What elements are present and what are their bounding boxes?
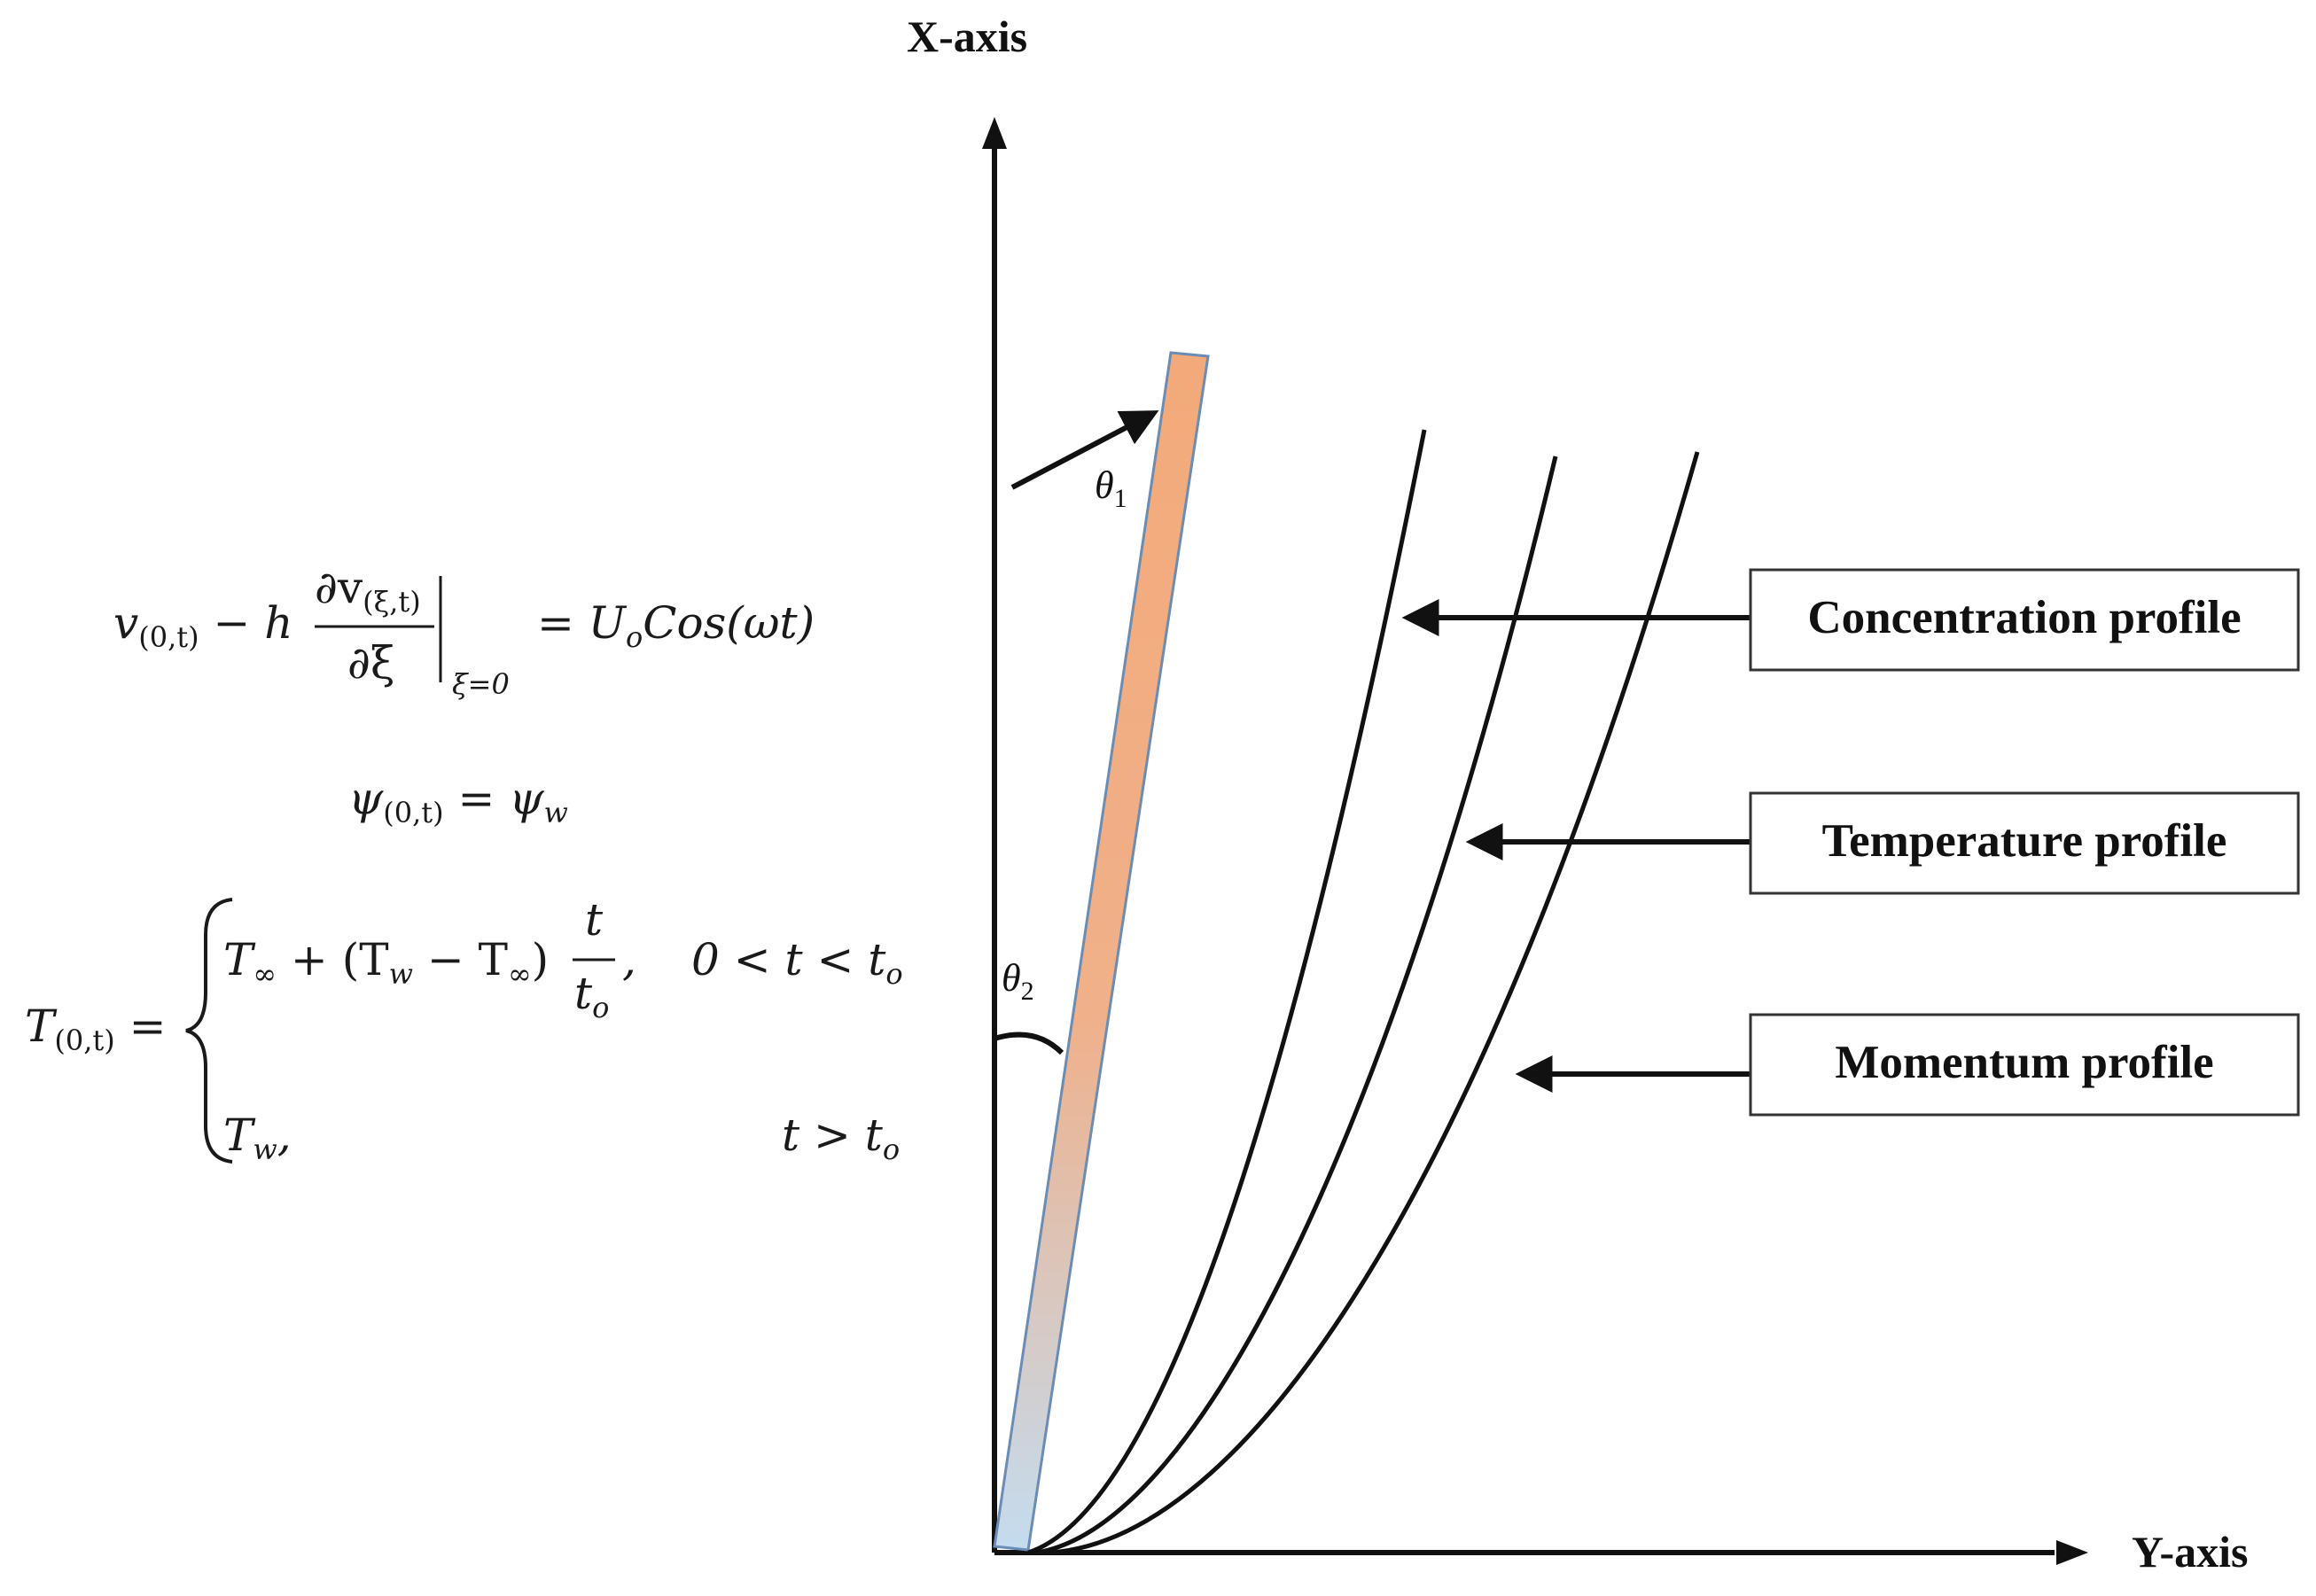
momentum-profile-box (1749, 1013, 2300, 1117)
concentration-boundary-condition: ψ(0,t) = ψw (348, 773, 568, 829)
momentum-profile-label: Momentum profile (1835, 1037, 2213, 1088)
concentration-profile-callout: Concentration profile (1401, 568, 2300, 672)
svg-text:T∞ + (Tw − T∞): T∞ + (Tw − T∞) (223, 934, 549, 991)
momentum-profile-curve (1049, 451, 1700, 1555)
svg-text:∂ξ: ∂ξ (347, 637, 394, 689)
svg-text:Tw,: Tw, (223, 1109, 292, 1166)
theta2-arc (994, 1032, 1064, 1055)
x-axis-label: X-axis (907, 12, 1027, 61)
piecewise-brace (185, 898, 233, 1164)
svg-text:ψ(0,t) = ψw: ψ(0,t) = ψw (348, 773, 568, 829)
horizontal-axis (994, 1540, 2088, 1565)
concentration-profile-label: Concentration profile (1807, 592, 2241, 643)
svg-text:,: , (622, 934, 636, 985)
svg-text:= UoCos(ωt): = UoCos(ωt) (537, 597, 815, 654)
concentration-profile-box (1749, 568, 2300, 672)
svg-text:v(0,t) − h: v(0,t) − h (113, 597, 293, 654)
theta1-arrow (1010, 410, 1159, 490)
svg-text:t: t (585, 894, 604, 946)
svg-text:∂v(ξ,t): ∂v(ξ,t) (315, 562, 421, 619)
svg-text:0 < t < to: 0 < t < to (691, 934, 903, 991)
svg-text:ξ=0: ξ=0 (452, 667, 510, 701)
svg-text:t > to: t > to (782, 1109, 900, 1166)
svg-text:to: to (574, 968, 609, 1024)
temperature-boundary-condition: T(0,t) = T∞ + (Tw − T∞) t to , 0 < t < t… (25, 894, 903, 1166)
vertical-axis (982, 117, 1007, 1553)
temperature-profile-box (1749, 791, 2300, 895)
temperature-profile-callout: Temperature profile (1465, 791, 2300, 895)
velocity-boundary-condition: v(0,t) − h ∂v(ξ,t) ∂ξ ξ=0 = UoCos(ωt) (113, 562, 815, 701)
temperature-profile-curve (1036, 455, 1558, 1555)
theta2-label: θ2 (1002, 956, 1034, 1006)
theta1-label: θ1 (1095, 463, 1127, 513)
svg-text:T(0,t) =: T(0,t) = (25, 1000, 167, 1057)
concentration-profile-curve (1027, 429, 1427, 1555)
y-axis-label: Y-axis (2132, 1527, 2249, 1577)
inclined-plate (993, 351, 1210, 1552)
y-axis-arrowhead (2056, 1540, 2088, 1565)
momentum-profile-callout: Momentum profile (1515, 1013, 2300, 1117)
x-axis-arrowhead (982, 117, 1007, 149)
temperature-profile-label: Temperature profile (1822, 815, 2227, 867)
